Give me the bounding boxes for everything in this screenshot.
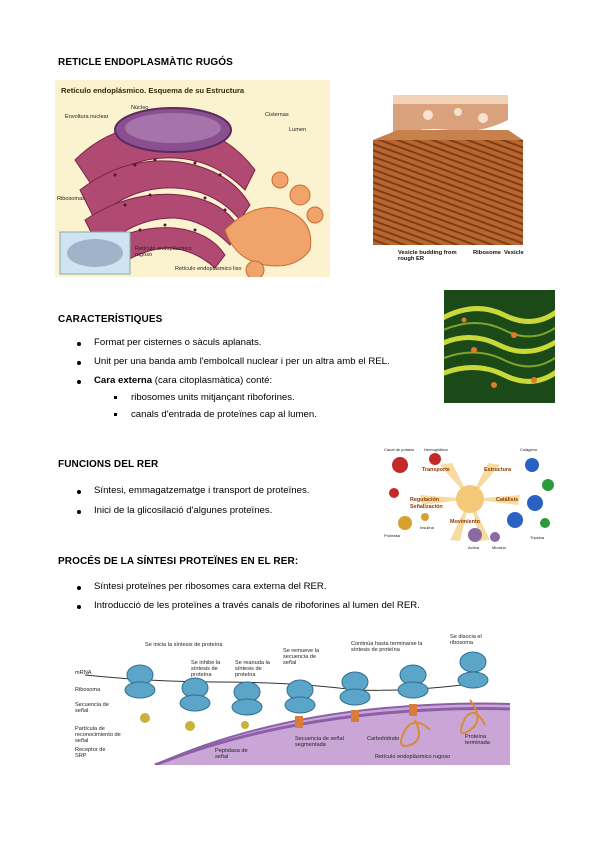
- label-transporte: Transporte: [422, 467, 450, 473]
- funcio-2: Inici de la glicosilació d'algunes prote…: [94, 505, 273, 516]
- label-inicia: Se inicia la síntesis de proteína: [145, 642, 223, 648]
- heading-funcions: FUNCIONS DEL RER: [58, 459, 159, 470]
- label-hemoglobina: Hemoglobina: [424, 447, 448, 452]
- label-particula: Partícula de reconocimiento de señal: [75, 726, 121, 744]
- label-rer: Retículo endoplásmico rugoso: [135, 246, 192, 258]
- proces-1: Síntesi proteïnes per ribosomes cara ext…: [94, 581, 327, 592]
- label-proteasa: Proteasa: [384, 533, 401, 538]
- protein-functions-figure: Transporte Estructura Regulación Señaliz…: [380, 445, 560, 553]
- label-disocia: Se disocia el ribosoma: [450, 634, 482, 646]
- proces-2: Introducció de les proteïnes a través ca…: [94, 600, 420, 611]
- bullet: [77, 605, 81, 609]
- label-lumen: Lumen: [289, 127, 307, 133]
- protein-synthesis-illustration: [84, 651, 511, 767]
- label-catalisis: Catálisis: [496, 497, 519, 503]
- caracteristica-3: Cara externa (cara citoplasmàtica) conté…: [94, 375, 272, 387]
- label-canal: Canal de potasio: [384, 447, 415, 452]
- label-reanuda: Se reanuda la síntesis de proteína: [235, 660, 270, 678]
- label-ribosoma: Ribosoma: [75, 687, 101, 693]
- label-reticulo: Retículo endoplásmico rugoso: [375, 754, 451, 760]
- protein-functions-illustration: [389, 453, 554, 542]
- label-vesicle: Vesicle: [504, 250, 524, 256]
- er-3d-illustration: [444, 290, 555, 403]
- label-nucleo: Núcleo: [131, 105, 149, 111]
- label-envoltura: Envoltura nuclear: [65, 114, 109, 120]
- bullet: [77, 361, 81, 365]
- caracteristica-1: Format per cisternes o sàculs aplanats.: [94, 337, 262, 348]
- subitem-1: ribosomes units mitjançant riboforines.: [131, 392, 295, 403]
- protein-synthesis-figure: Se inicia la síntesis de proteína Se inh…: [55, 630, 511, 767]
- bullet: [77, 380, 81, 384]
- label-estructura: Estructura: [484, 467, 511, 473]
- label-segmentada: Secuencia de señal segmentada: [295, 736, 344, 748]
- bullet: [77, 586, 81, 590]
- bullet: [77, 342, 81, 346]
- figure-a-title: Retículo endoplásmico. Esquema de su Est…: [61, 86, 245, 95]
- label-insulina: Insulina: [420, 525, 434, 530]
- label-actina: Actina: [468, 545, 480, 550]
- cara-externa-text: (cara citoplasmàtica) conté:: [152, 375, 273, 386]
- bullet: [77, 490, 81, 494]
- sub-bullet: [114, 396, 117, 399]
- heading-proces: PROCÉS DE LA SÍNTESI PROTEÏNES EN EL RER…: [58, 556, 299, 567]
- label-continua: Continúa hasta terminarse la síntesis de…: [351, 641, 423, 653]
- subitem-2: canals d'entrada de proteïnes cap al lum…: [131, 409, 317, 420]
- er-3d-figure: [444, 290, 555, 403]
- label-regulacion: Regulación: [410, 497, 440, 503]
- label-vesicle-budding: Vesicle budding from rough ER: [398, 250, 457, 262]
- label-receptor: Receptor de SRP: [75, 747, 106, 759]
- label-rel: Retículo endoplásmico liso: [175, 266, 242, 272]
- label-terminada: Proteína terminada: [465, 734, 490, 746]
- cara-externa-bold: Cara externa: [94, 375, 153, 386]
- er-micrograph-illustration: [373, 95, 523, 245]
- er-micrograph-figure: Vesicle budding from rough ER Ribosome V…: [368, 90, 528, 262]
- label-tripsina: Tripsina: [530, 535, 545, 540]
- label-miosina: Miosina: [492, 545, 506, 550]
- label-colageno: Colágeno: [520, 447, 538, 452]
- label-remueve: Se remueve la secuencia de señal: [283, 648, 320, 666]
- funcio-1: Síntesi, emmagatzematge i transport de p…: [94, 485, 310, 496]
- label-inhibe: Se inhibe la síntesis de proteína: [191, 660, 221, 678]
- label-peptidasa: Peptidasa de señal: [215, 748, 248, 760]
- er-structure-figure: Retículo endoplásmico. Esquema de su Est…: [55, 80, 330, 277]
- sub-bullet: [114, 413, 117, 416]
- label-ribosomas: Ribosomas: [57, 196, 85, 202]
- heading-reticle: RETICLE ENDOPLASMÀTIC RUGÓS: [58, 57, 233, 68]
- label-carbohidrato: Carbohidrato: [367, 736, 400, 742]
- er-structure-illustration: [55, 80, 330, 277]
- label-senalizacion: Señalización: [410, 504, 443, 510]
- label-cisternas: Cisternas: [265, 112, 289, 118]
- label-secuencia: Secuencia de señal: [75, 702, 109, 714]
- label-mrna: mRNA: [75, 670, 92, 676]
- label-movimiento: Movimiento: [450, 519, 480, 525]
- heading-caracteristiques: CARACTERÍSTIQUES: [58, 314, 163, 325]
- label-ribosome: Ribosome: [473, 250, 502, 256]
- bullet: [77, 510, 81, 514]
- caracteristica-2: Unit per una banda amb l'embolcall nucle…: [94, 356, 390, 367]
